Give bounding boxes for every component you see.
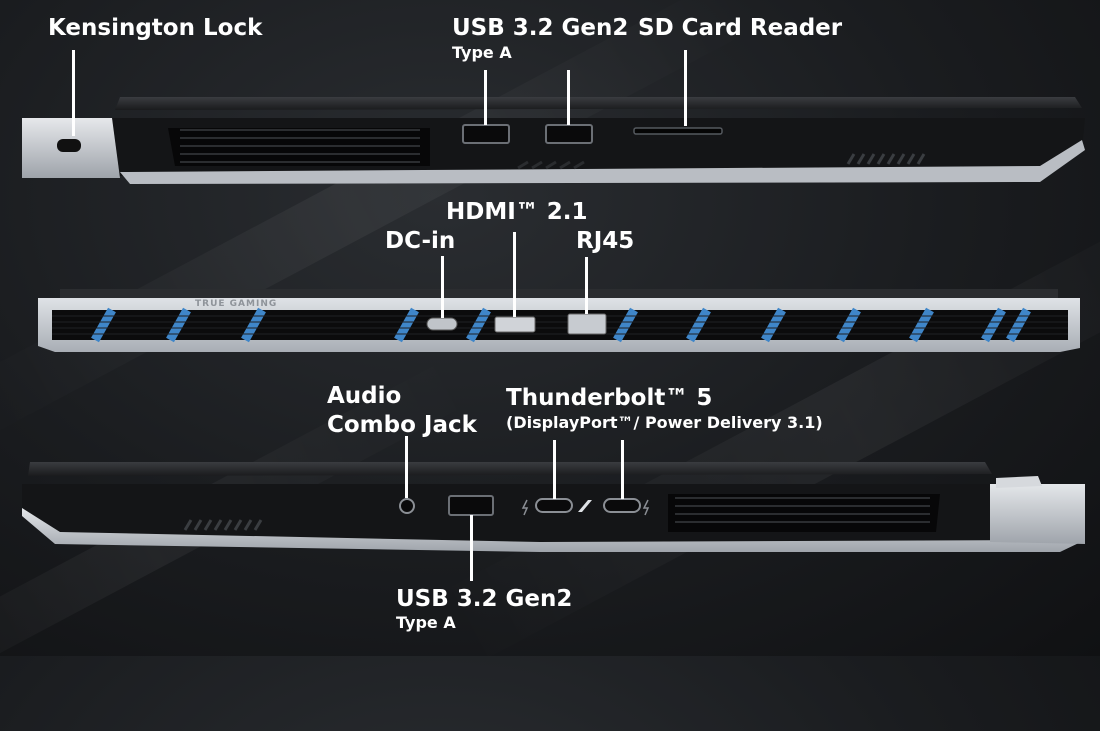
thunderbolt-callout-line-1 bbox=[553, 440, 556, 499]
sd-card-label: SD Card Reader bbox=[638, 15, 843, 41]
audio-label-line1: Audio bbox=[327, 383, 402, 409]
usb-top-callout-line-1 bbox=[484, 70, 487, 125]
kensington-lock-label: Kensington Lock bbox=[48, 15, 263, 41]
thunderbolt-port bbox=[535, 498, 573, 513]
thunderbolt-label: Thunderbolt™ 5 bbox=[506, 385, 713, 411]
audio-label-line2: Combo Jack bbox=[327, 412, 477, 438]
laptop-left-side-view bbox=[22, 97, 1085, 184]
laptop-right-side-view bbox=[22, 462, 1085, 552]
thunderbolt-callout-line-2 bbox=[621, 440, 624, 499]
dc-in-callout-line bbox=[441, 256, 444, 318]
usb-a-port bbox=[545, 124, 593, 144]
usb-bottom-sublabel: Type A bbox=[396, 613, 456, 632]
kensington-callout-line bbox=[72, 50, 75, 136]
usb-bottom-callout-line bbox=[470, 515, 473, 581]
rj45-label: RJ45 bbox=[576, 228, 635, 254]
dc-in-port bbox=[426, 317, 458, 331]
usb-a-port bbox=[462, 124, 510, 144]
sd-card-callout-line bbox=[684, 50, 687, 126]
usb-a-port bbox=[448, 495, 494, 516]
thunderbolt-sublabel: (DisplayPort™/ Power Delivery 3.1) bbox=[506, 413, 823, 432]
rj45-callout-line bbox=[585, 257, 588, 314]
rj45-port bbox=[567, 313, 607, 335]
usb-bottom-label: USB 3.2 Gen2 bbox=[396, 586, 573, 612]
audio-jack-port bbox=[399, 498, 415, 514]
usb-top-sublabel: Type A bbox=[452, 43, 512, 62]
usb-top-label: USB 3.2 Gen2 bbox=[452, 15, 629, 41]
dc-in-label: DC-in bbox=[385, 228, 456, 254]
hdmi-port bbox=[494, 316, 536, 333]
usb-top-callout-line-2 bbox=[567, 70, 570, 125]
kensington-lock-port bbox=[57, 139, 81, 152]
branding-text: TRUE GAMING bbox=[195, 299, 278, 309]
sd-card-slot bbox=[633, 127, 723, 135]
thunderbolt-port bbox=[603, 498, 641, 513]
hdmi-callout-line bbox=[513, 232, 516, 317]
hdmi-label: HDMI™ 2.1 bbox=[446, 199, 588, 225]
laptop-rear-view bbox=[38, 289, 1080, 352]
audio-callout-line bbox=[405, 436, 408, 498]
